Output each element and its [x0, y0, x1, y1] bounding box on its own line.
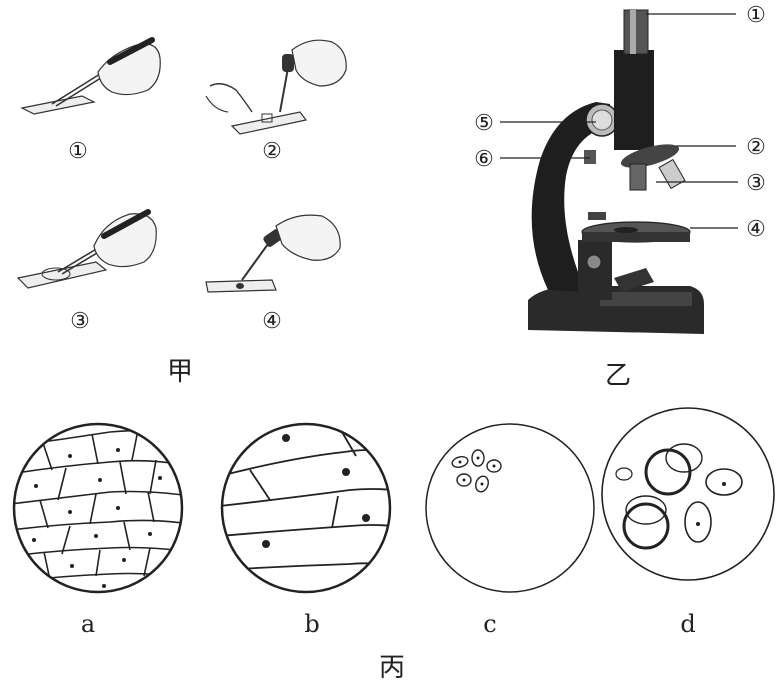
step-1-label: ①: [68, 139, 88, 164]
panel-bing: a b: [12, 407, 775, 683]
part-3-label: ③: [746, 171, 766, 196]
part-5-label: ⑤: [474, 111, 494, 136]
step-4-label: ④: [262, 309, 282, 334]
view-d-label: d: [680, 610, 695, 638]
view-c-label: c: [483, 610, 496, 638]
panel-jia: ① ② ③ ④ 甲: [16, 37, 347, 387]
part-6-label: ⑥: [474, 147, 494, 172]
part-4-label: ④: [746, 217, 766, 242]
step-3-illustration: [16, 209, 157, 289]
panel-yi: ① ② ③ ④ ⑤ ⑥ 乙: [474, 3, 766, 391]
microscope-illustration: [528, 9, 704, 334]
step-3-label: ③: [70, 309, 90, 334]
panel-bing-label: 丙: [379, 653, 405, 683]
step-2-illustration: [205, 39, 347, 135]
view-a: [12, 422, 184, 594]
part-1-label: ①: [746, 3, 766, 28]
view-b: [220, 422, 392, 594]
panel-jia-label: 甲: [167, 357, 193, 387]
step-2-label: ②: [262, 139, 282, 164]
step-1-illustration: [20, 37, 161, 115]
panel-yi-label: 乙: [605, 361, 631, 391]
part-2-label: ②: [746, 135, 766, 160]
step-4-illustration: [205, 214, 341, 293]
view-c: [425, 423, 595, 593]
view-d: [601, 407, 775, 581]
view-b-label: b: [304, 610, 319, 638]
view-a-label: a: [81, 610, 95, 638]
